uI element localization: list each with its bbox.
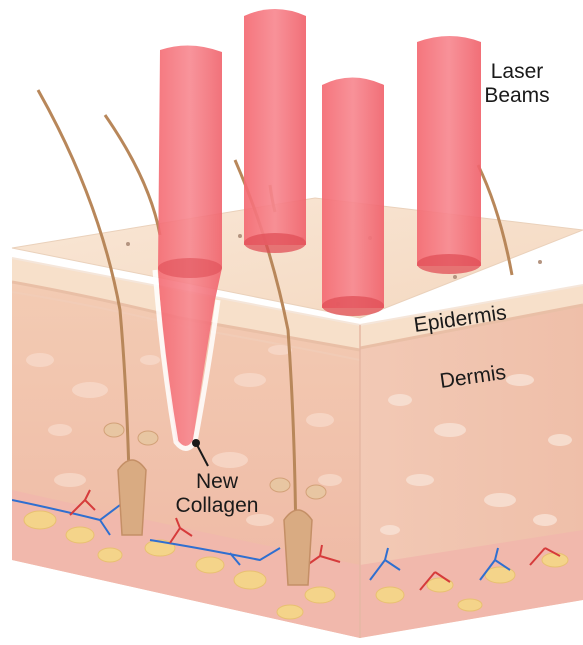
laser-beams-label: Laser Beams: [482, 60, 552, 108]
laser-beams-line1: Laser: [482, 60, 552, 84]
laser-beam-2: [244, 9, 306, 253]
laser-beam-3: [322, 78, 384, 317]
laser-beam-4: [417, 36, 481, 274]
new-collagen-line2: Collagen: [162, 494, 272, 518]
new-collagen-label: New Collagen: [162, 470, 272, 518]
laser-beams-line2: Beams: [482, 84, 552, 108]
new-collagen-line1: New: [162, 470, 272, 494]
